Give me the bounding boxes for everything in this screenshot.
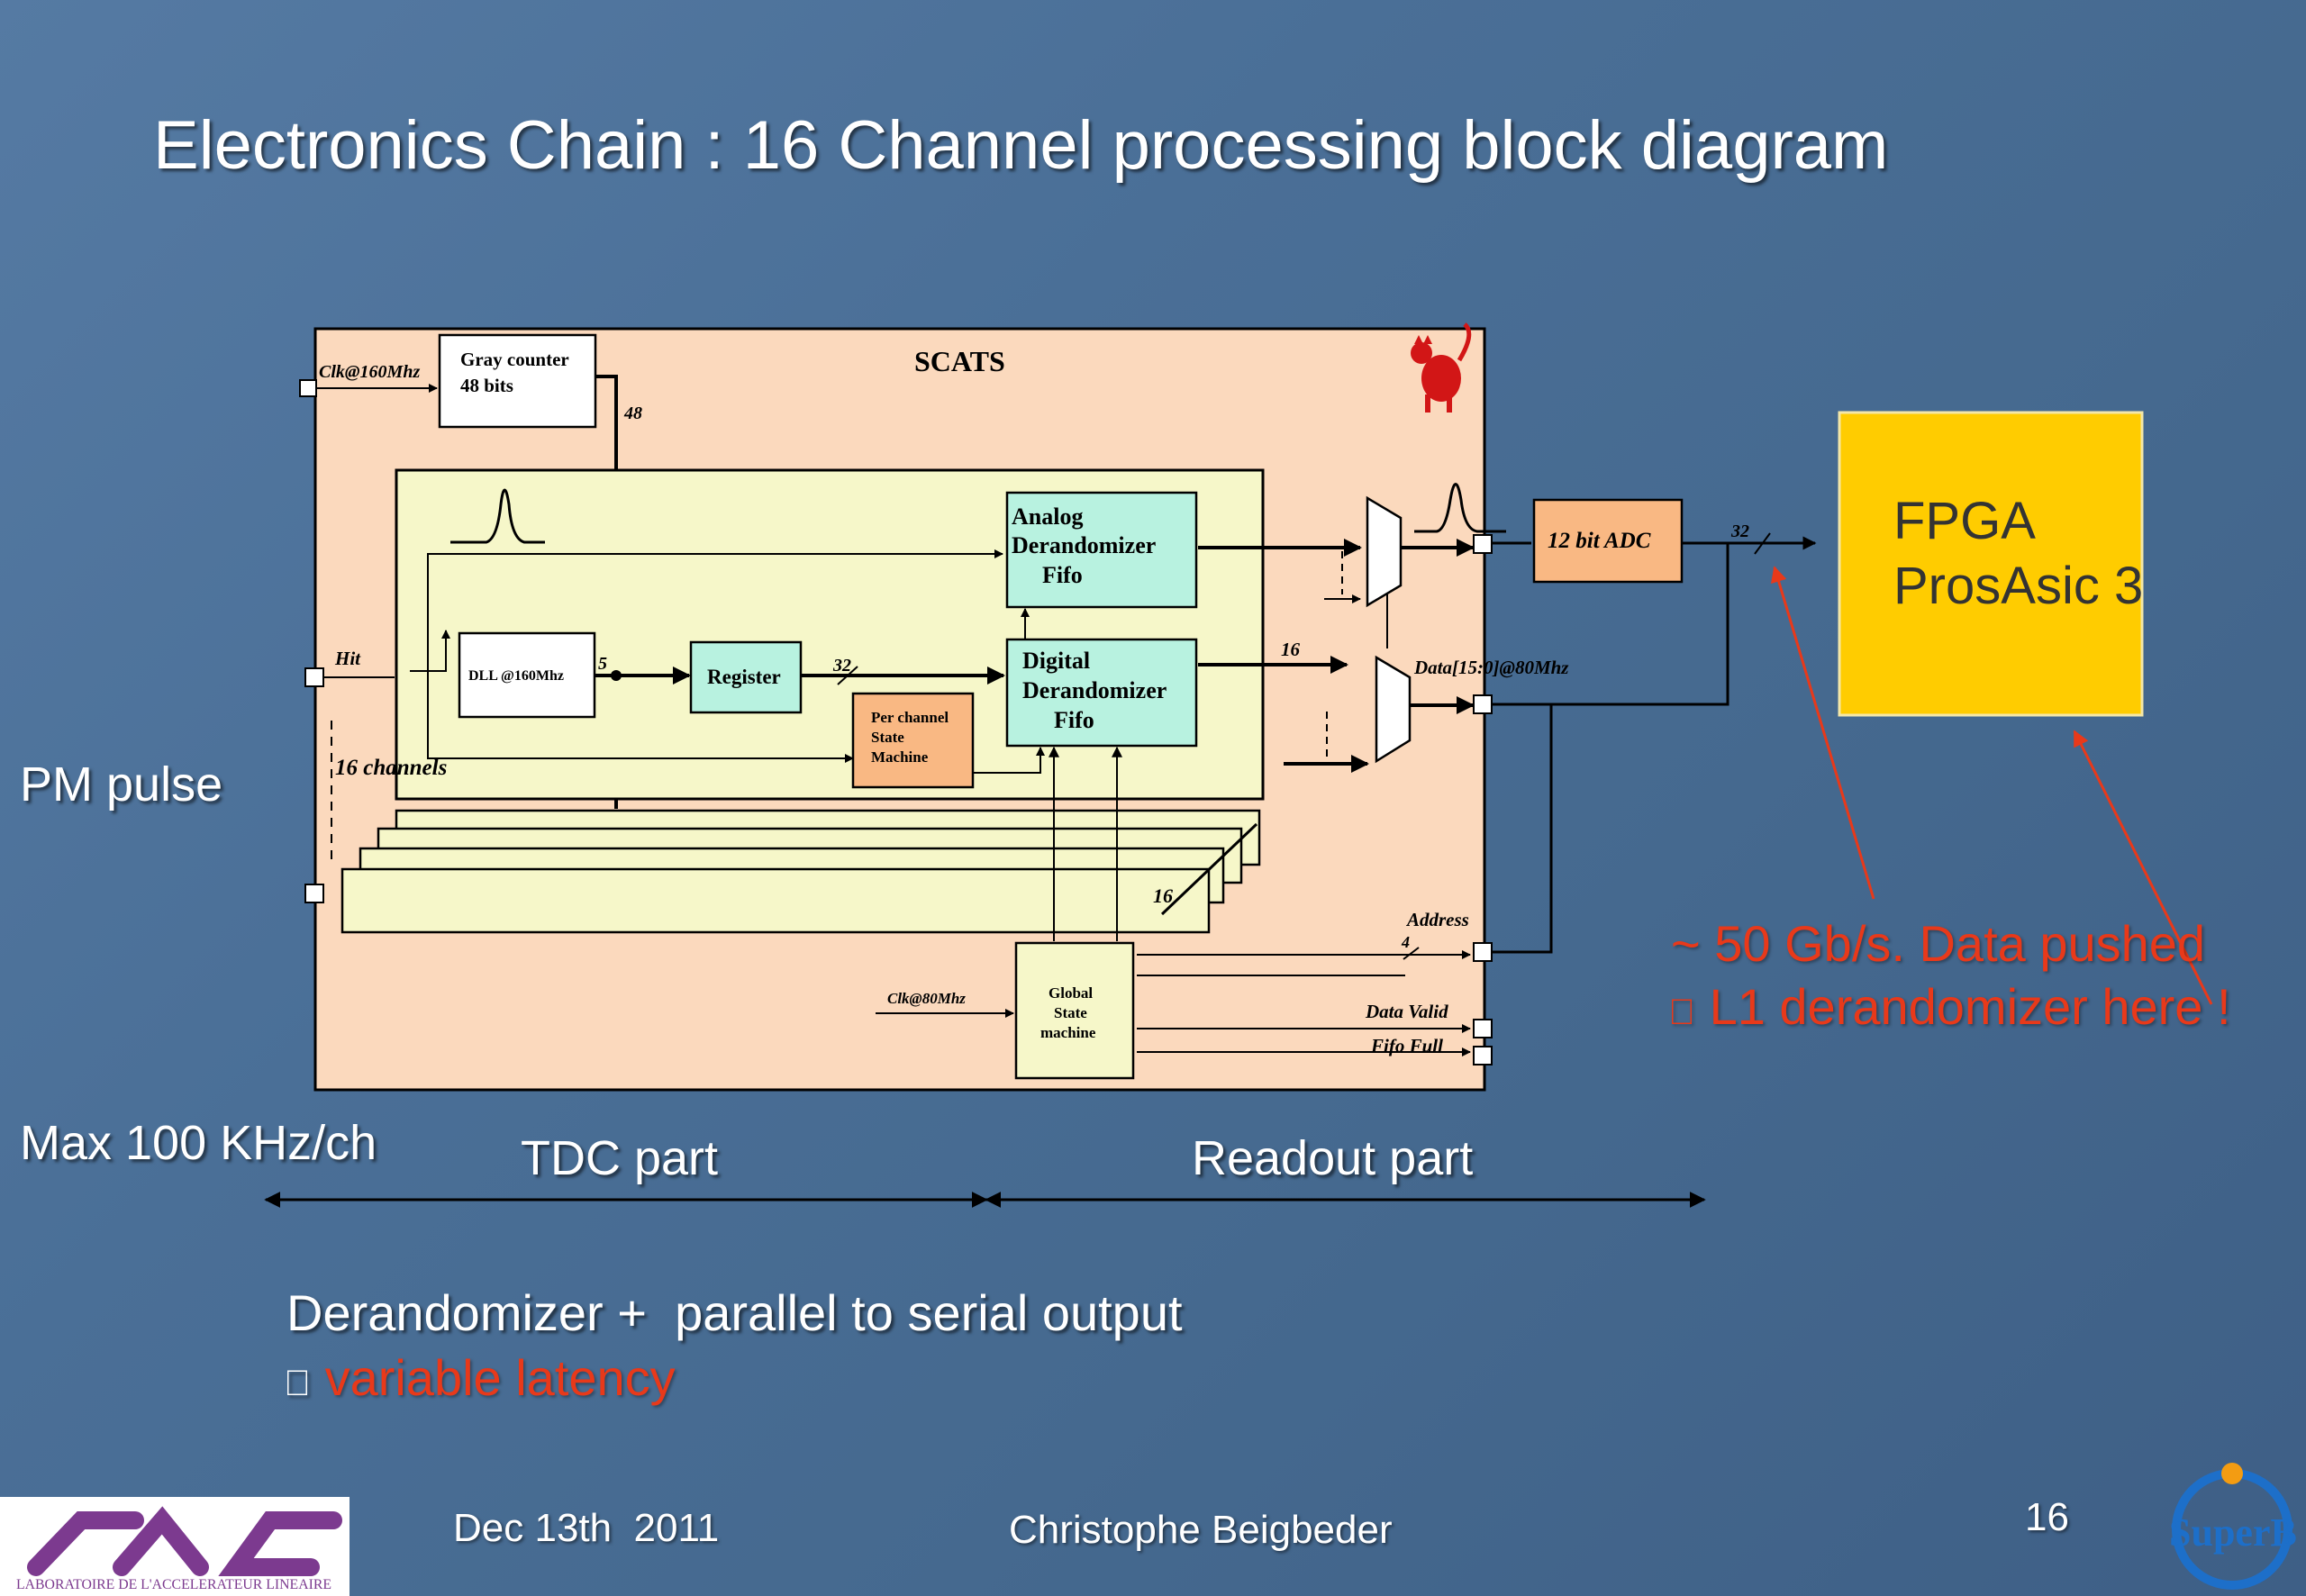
- superb-logo-text: SuperB: [2169, 1510, 2297, 1555]
- fifo-full-label: Fifo Full: [1370, 1035, 1443, 1056]
- digital-fifo-box: [1005, 638, 1198, 748]
- per-channel-sm-box: [851, 692, 975, 789]
- footer-page-number: 16: [2025, 1495, 2069, 1539]
- channels16-label: 16 channels: [335, 756, 447, 780]
- analog-fifo-line1: Analog: [1012, 503, 1083, 530]
- channel-pin: [304, 884, 324, 903]
- analog-fifo-box: [1005, 491, 1198, 609]
- address-label: Address: [1405, 909, 1469, 930]
- data-valid-label: Data Valid: [1365, 1001, 1448, 1022]
- annotation-bullet-icon: : [1668, 993, 1695, 1032]
- footer-date: Dec 13th 2011: [453, 1506, 720, 1550]
- per-channel-line2: State: [871, 729, 904, 746]
- lal-logo-mark-icon: [27, 1506, 342, 1576]
- superb-logo-icon: SuperB: [2169, 1463, 2297, 1590]
- scats-title: SCATS: [914, 345, 1005, 377]
- adc-label: 12 bit ADC: [1548, 529, 1651, 553]
- gray-counter-line1: Gray counter: [460, 349, 569, 370]
- stack16-label: 16: [1153, 884, 1173, 907]
- global-sm-line3: machine: [1040, 1024, 1096, 1041]
- digital-fifo-line2: Derandomizer: [1022, 677, 1167, 703]
- data-mux: [1375, 655, 1412, 764]
- bottom-bullet-icon: : [284, 1364, 311, 1403]
- adc-box: [1532, 498, 1684, 584]
- digital-fifo-line1: Digital: [1022, 648, 1090, 674]
- digital-fifo-line3: Fifo: [1054, 707, 1094, 733]
- bottom-line2:  variable latency: [284, 1348, 676, 1407]
- global-sm-line1: Global: [1049, 984, 1093, 1002]
- gray-counter-box: [438, 333, 597, 429]
- global-sm-line2: State: [1054, 1004, 1087, 1021]
- annotation-line2-text: L1 derandomizer here !: [1668, 978, 2231, 1035]
- data-bus-label: Data[15:0]@80Mhz: [1413, 657, 1569, 678]
- analog-out-pin: [1473, 534, 1493, 554]
- fpga-box: [1838, 411, 2144, 717]
- register-box: [689, 640, 803, 714]
- cat-logo-icon: [1411, 322, 1472, 413]
- global-sm-box: [1014, 941, 1135, 1080]
- clk160-pin: [299, 379, 317, 397]
- register-label: Register: [707, 666, 781, 688]
- per-channel-line1: Per channel: [871, 709, 949, 726]
- clk160-label: Clk@160Mhz: [319, 362, 420, 382]
- bus5-label: 5: [598, 654, 607, 674]
- readout-part-label: Readout part: [1192, 1131, 1474, 1185]
- per-channel-line3: Machine: [871, 748, 929, 766]
- bus32b-label: 32: [1730, 521, 1749, 541]
- data-out-pin: [1473, 694, 1493, 714]
- analog-fifo-line2: Derandomizer: [1012, 532, 1156, 558]
- output-pulse-icon: [1414, 483, 1506, 533]
- addr-width-label: 4: [1401, 933, 1410, 951]
- tdc-part-label: TDC part: [521, 1131, 719, 1185]
- fpga-label-2: ProsAsic 3: [1893, 557, 2144, 615]
- bottom-line2-text: variable latency: [284, 1349, 676, 1406]
- bottom-line1: Derandomizer + parallel to serial output: [286, 1284, 1183, 1341]
- hit-label: Hit: [334, 648, 361, 669]
- channel-stack-layer: [340, 867, 1211, 934]
- dll-label: DLL @160Mhz: [468, 668, 564, 684]
- clk80-label: Clk@80Mhz: [887, 990, 966, 1007]
- data-valid-pin: [1473, 1019, 1493, 1038]
- annotation-line1: ~ 50 Gb/s. Data pushed: [1671, 915, 2206, 972]
- bus32a-label: 32: [832, 656, 851, 676]
- address-pin: [1473, 942, 1493, 962]
- bus16-label: 16: [1281, 639, 1301, 660]
- bus48-label: 48: [623, 404, 642, 423]
- pulse-icon: [450, 488, 545, 544]
- fpga-label-1: FPGA: [1893, 492, 2036, 550]
- footer-author: Christophe Beigbeder: [1009, 1508, 1393, 1552]
- lal-logo-text: LABORATOIRE DE L'ACCELERATEUR LINEAIRE: [16, 1577, 331, 1592]
- gray-counter-line2: 48 bits: [460, 375, 513, 396]
- pm-pulse-label: PM pulse: [20, 757, 223, 812]
- fifo-full-pin: [1473, 1046, 1493, 1066]
- dll-box: [458, 631, 596, 719]
- annotation-line2:  L1 derandomizer here !: [1668, 977, 2231, 1036]
- hit-pin: [304, 667, 324, 687]
- slide-title: Electronics Chain : 16 Channel processin…: [153, 107, 1889, 184]
- max-rate-label: Max 100 KHz/ch: [20, 1116, 377, 1170]
- analog-mux: [1366, 495, 1403, 608]
- analog-fifo-line3: Fifo: [1042, 562, 1083, 588]
